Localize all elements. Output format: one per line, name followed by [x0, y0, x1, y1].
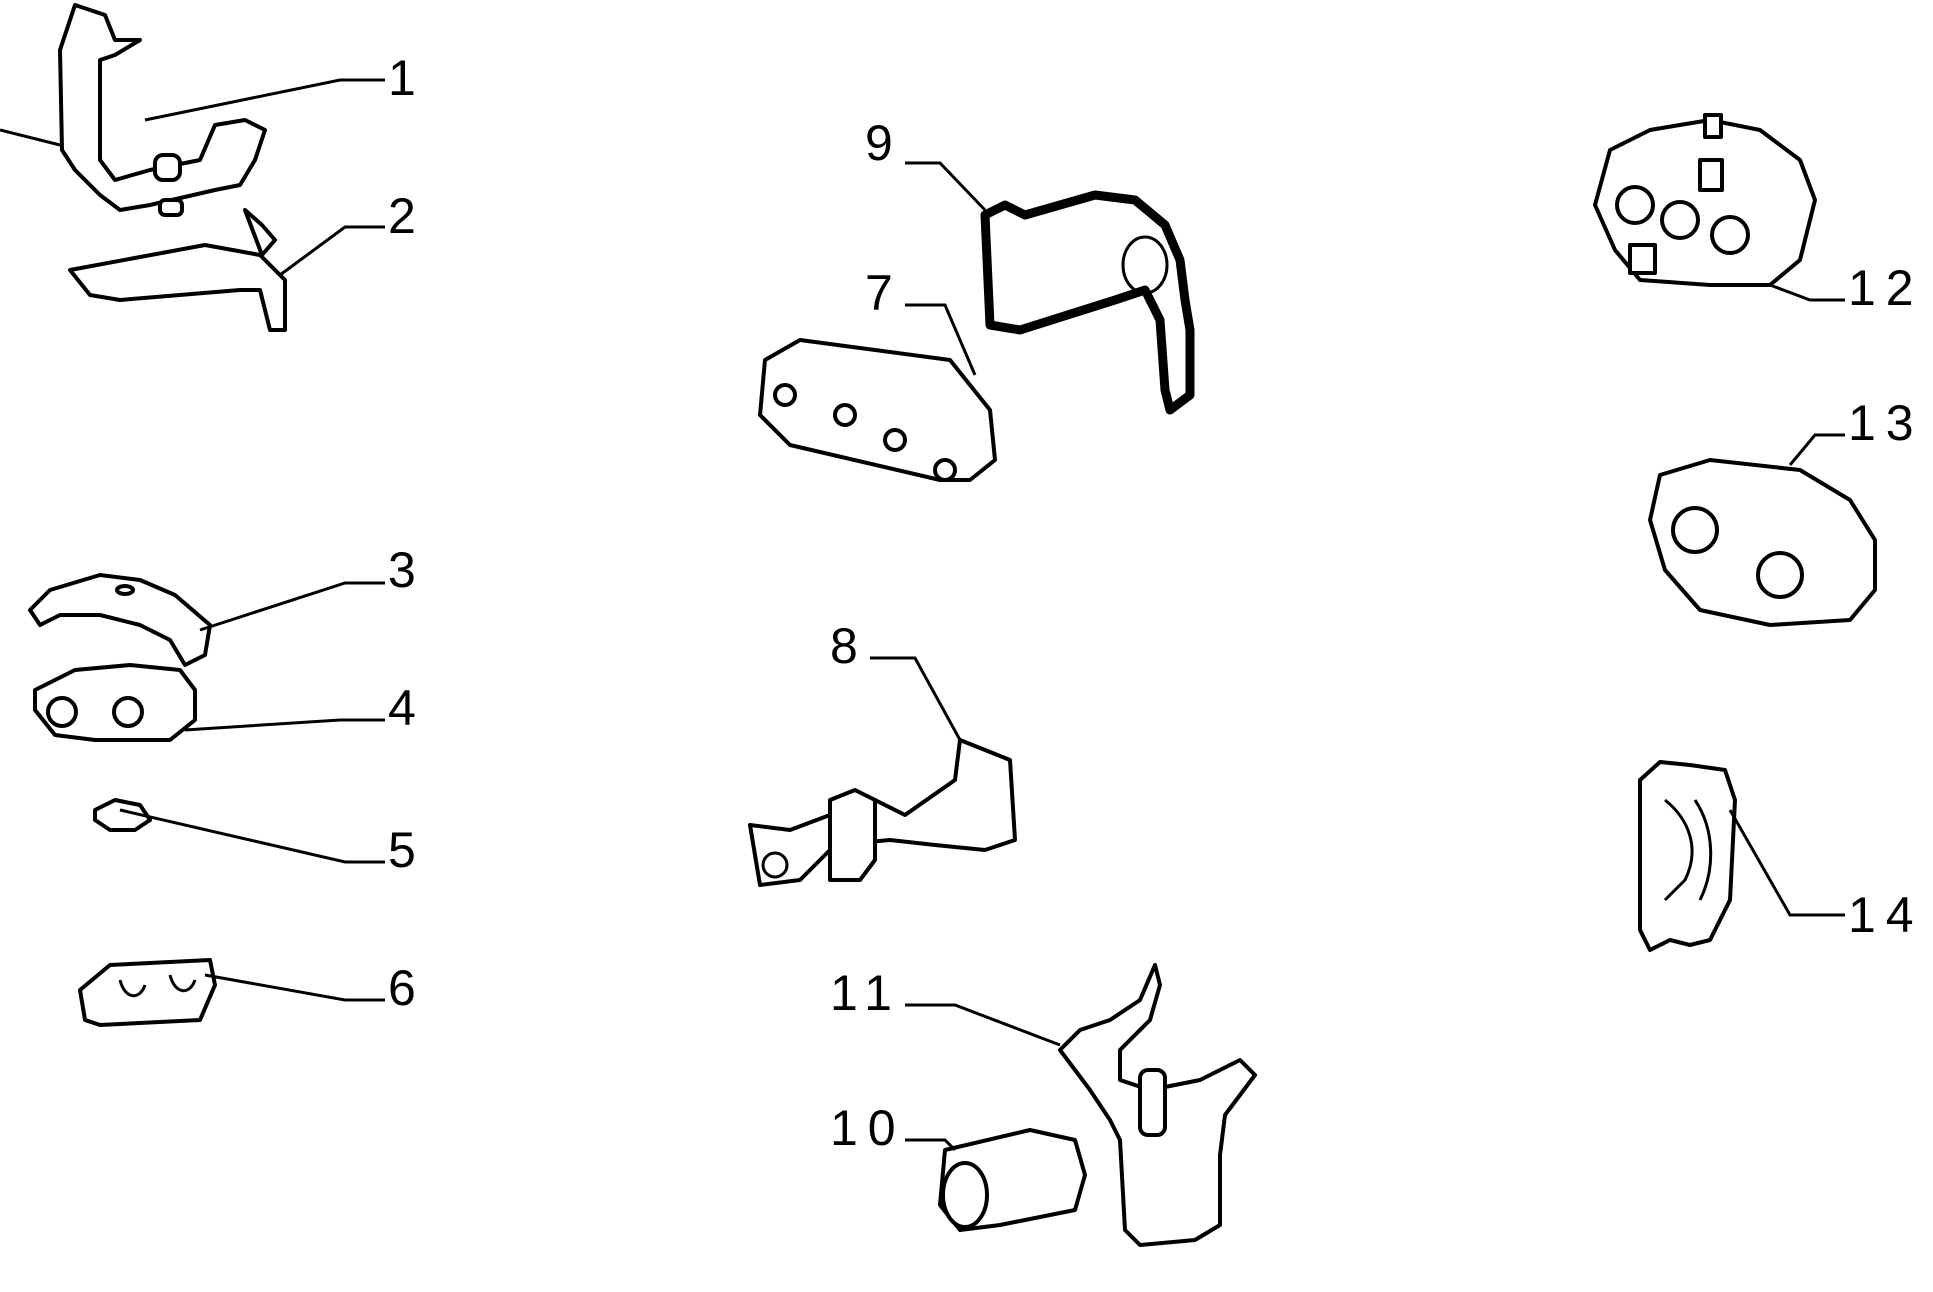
- part-11: [1058, 963, 1257, 1247]
- callout-12: 12: [1848, 260, 1924, 316]
- part-8: [748, 738, 1017, 887]
- part-9: [980, 190, 1195, 415]
- leader-lines: [119, 78, 1845, 1152]
- part-10: [938, 1128, 1087, 1232]
- part-7: [758, 338, 997, 482]
- part-6: [78, 958, 217, 1027]
- callout-6: 6: [388, 960, 426, 1016]
- callout-7: 7: [865, 265, 903, 321]
- callout-11: 11: [830, 965, 902, 1021]
- part-13: [1648, 458, 1877, 627]
- callout-5: 5: [388, 822, 426, 878]
- callout-1: 1: [388, 50, 426, 106]
- callout-4: 4: [388, 680, 426, 736]
- part-1: [0, 3, 267, 217]
- callout-13: 13: [1848, 395, 1924, 451]
- part-14: [1638, 760, 1737, 952]
- part-12: [1593, 113, 1817, 287]
- part-3: [28, 573, 212, 667]
- callout-14: 14: [1848, 887, 1924, 943]
- callout-2: 2: [388, 188, 426, 244]
- part-4: [33, 663, 197, 742]
- callout-labels: 1 2 3 4 5 6 7 8 9 10 11 12 13 14: [388, 50, 1924, 1156]
- callout-9: 9: [865, 115, 903, 171]
- callout-8: 8: [830, 618, 868, 674]
- callout-10: 10: [830, 1100, 906, 1156]
- callout-3: 3: [388, 542, 426, 598]
- part-5: [93, 798, 152, 832]
- part-2: [68, 208, 287, 332]
